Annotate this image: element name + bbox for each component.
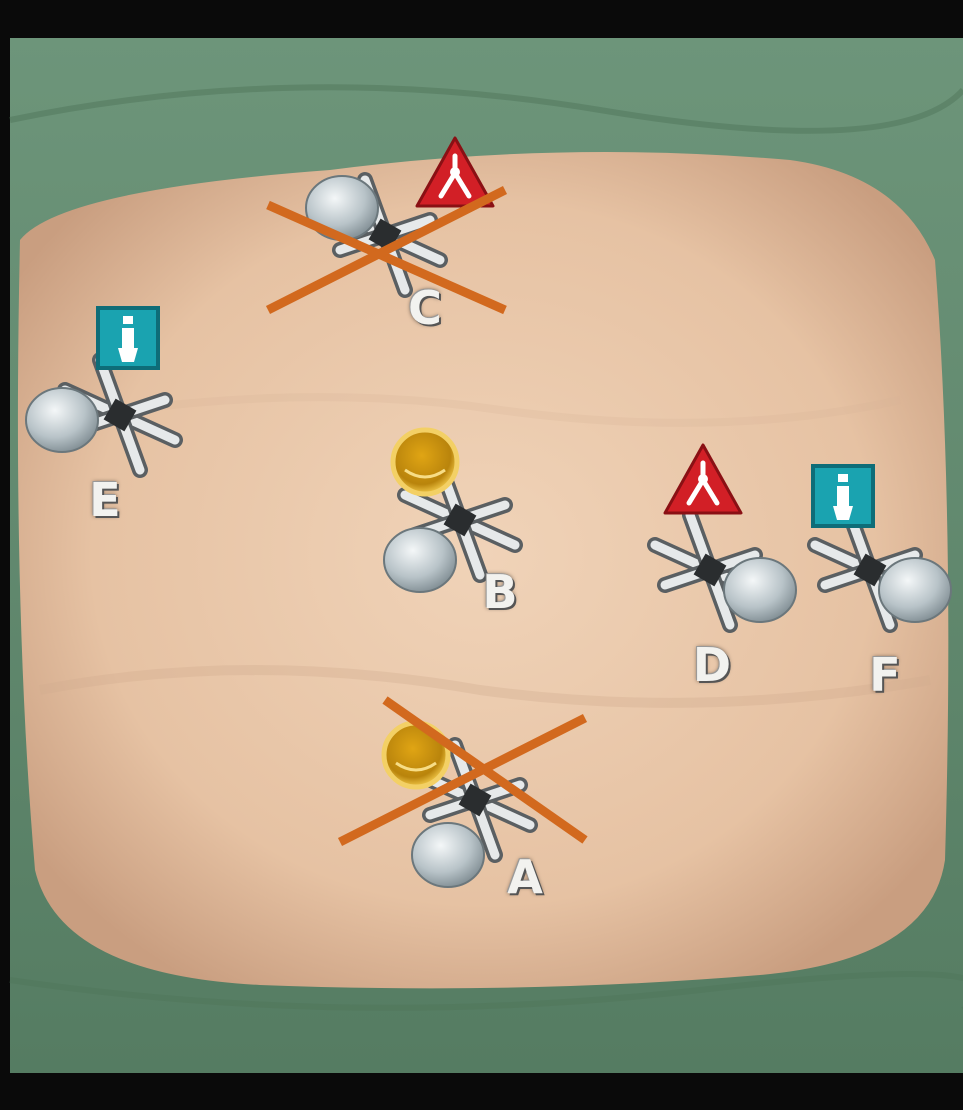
port-label-a: A [507,854,543,900]
port-label-b: B [482,569,517,615]
port-label-e: E [89,477,120,523]
port-label-c: C [408,285,442,331]
trocar-valve [412,823,484,887]
trocar-valve [724,558,796,622]
trocar-valve [879,558,951,622]
port-label-f: F [869,652,900,698]
trocar-valve [26,388,98,452]
gold-circle-icon [393,430,457,494]
teal-square-camera-icon [98,308,158,368]
port-label-d: D [693,642,731,688]
trocar-valve [384,528,456,592]
teal-square-camera-icon [813,466,873,526]
